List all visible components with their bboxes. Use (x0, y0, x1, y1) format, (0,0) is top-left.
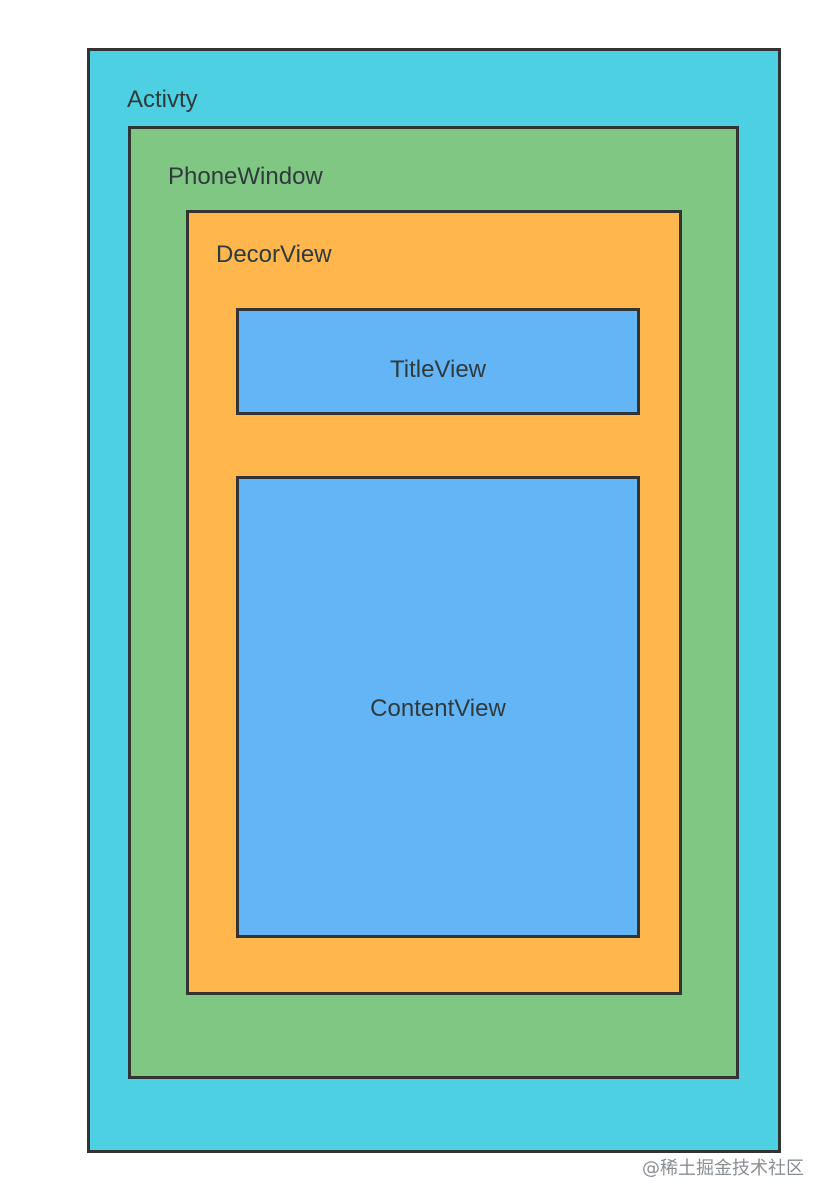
decorview-label: DecorView (216, 241, 332, 268)
watermark: @稀土掘金技术社区 (642, 1158, 804, 1179)
contentview-box: ContentView (236, 476, 640, 938)
contentview-label: ContentView (370, 695, 506, 722)
activity-label: Activty (127, 86, 198, 113)
phonewindow-label: PhoneWindow (168, 163, 323, 190)
titleview-box: TitleView (236, 308, 640, 415)
titleview-label: TitleView (389, 356, 487, 383)
